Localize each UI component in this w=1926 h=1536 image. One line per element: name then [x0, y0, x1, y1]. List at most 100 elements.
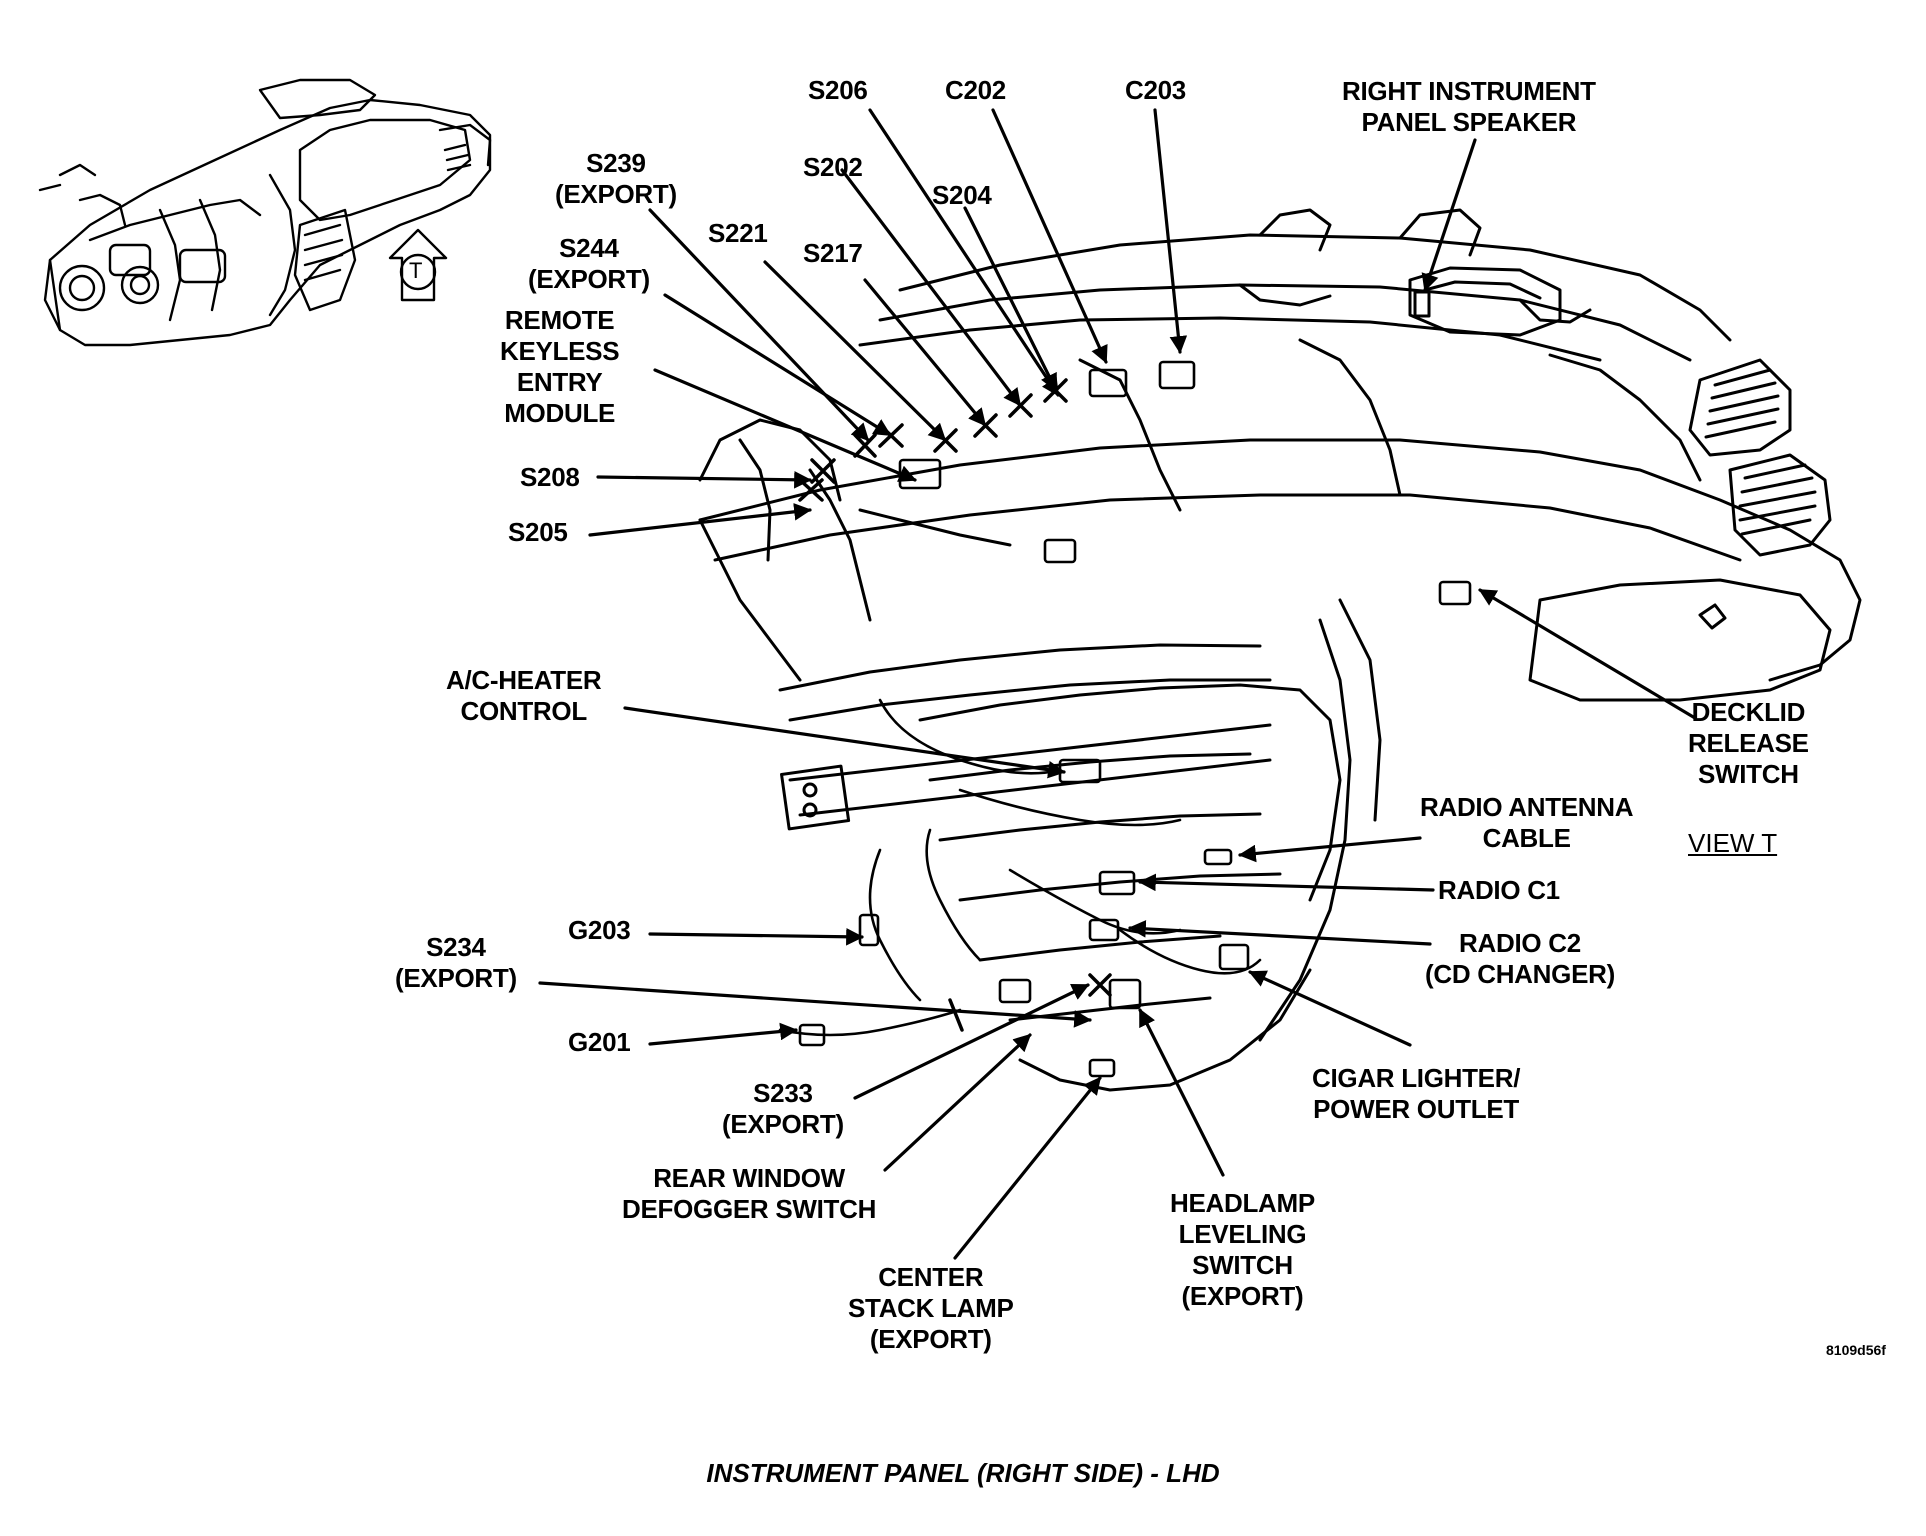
label-rear-defogger-line: REAR WINDOW	[653, 1163, 845, 1193]
label-decklid-line: RELEASE	[1688, 728, 1809, 758]
label-s244-line: S244	[559, 233, 619, 263]
label-radio-antenna-line: CABLE	[1482, 823, 1571, 853]
label-s205-line: S205	[508, 517, 568, 547]
view-marker-letter: T	[409, 258, 423, 283]
label-decklid-line: SWITCH	[1697, 759, 1799, 789]
leader-right-speaker	[1421, 138, 1477, 292]
label-right-speaker-line: RIGHT INSTRUMENT	[1342, 76, 1596, 106]
label-s202: S202	[803, 152, 863, 183]
label-radio-c2-line: (CD CHANGER)	[1425, 959, 1615, 989]
label-center-stack-lamp-line: CENTER	[878, 1262, 984, 1292]
leader-s208	[596, 470, 812, 489]
label-g201-line: G201	[568, 1027, 631, 1057]
label-cigar-lighter-line: POWER OUTLET	[1313, 1094, 1519, 1124]
inset-overview-drawing	[38, 78, 492, 347]
label-rear-defogger-line: DEFOGGER SWITCH	[622, 1194, 877, 1224]
label-c202-line: C202	[945, 75, 1006, 105]
label-s234-line: (EXPORT)	[395, 963, 517, 993]
leader-s221	[763, 260, 947, 442]
leader-c203	[1153, 108, 1188, 354]
label-s217-line: S217	[803, 238, 863, 268]
label-c203-line: C203	[1125, 75, 1186, 105]
label-radio-c2: RADIO C2(CD CHANGER)	[1425, 928, 1615, 990]
leader-s217	[863, 278, 987, 427]
label-s239-line: S239	[586, 148, 646, 178]
label-g201: G201	[568, 1027, 631, 1058]
label-radio-c1: RADIO C1	[1438, 875, 1560, 906]
label-s239: S239(EXPORT)	[555, 148, 677, 210]
connector-blocks	[798, 360, 1472, 1078]
label-s208: S208	[520, 462, 580, 493]
leader-lines	[538, 108, 1697, 1260]
leader-s204	[963, 206, 1058, 392]
label-s233-line: (EXPORT)	[722, 1109, 844, 1139]
leader-radio-c2	[1128, 920, 1432, 946]
label-ac-heater-line: A/C-HEATER	[446, 665, 602, 695]
label-g203: G203	[568, 915, 631, 946]
leader-s233	[853, 983, 1090, 1100]
label-cigar-lighter-line: CIGAR LIGHTER/	[1312, 1063, 1521, 1093]
label-rke-module-line: KEYLESS	[500, 336, 620, 366]
leader-c202	[991, 108, 1108, 364]
label-s204-line: S204	[932, 180, 992, 210]
leader-s234	[538, 981, 1092, 1028]
label-s221-line: S221	[708, 218, 768, 248]
leader-rear-defogger	[883, 1033, 1032, 1172]
leader-radio-c1	[1138, 873, 1435, 892]
label-cigar-lighter: CIGAR LIGHTER/POWER OUTLET	[1312, 1063, 1520, 1125]
figure-title: INSTRUMENT PANEL (RIGHT SIDE) - LHD	[706, 1458, 1220, 1488]
view-t-label: VIEW T	[1688, 828, 1778, 858]
label-c202: C202	[945, 75, 1006, 106]
label-s205: S205	[508, 517, 568, 548]
label-rke-module-line: REMOTE	[504, 305, 615, 335]
label-headlamp-leveling-line: LEVELING	[1178, 1219, 1307, 1249]
label-s217: S217	[803, 238, 863, 269]
label-headlamp-leveling-line: SWITCH	[1192, 1250, 1293, 1280]
leader-g201	[648, 1022, 798, 1046]
label-s234: S234(EXPORT)	[395, 932, 517, 994]
label-radio-c2-line: RADIO C2	[1459, 928, 1581, 958]
leader-center-stack-lamp	[953, 1076, 1102, 1260]
leader-decklid	[1478, 588, 1697, 720]
leader-g203	[648, 927, 864, 946]
label-decklid-line: DECKLID	[1691, 697, 1806, 727]
label-s234-line: S234	[426, 932, 486, 962]
figure-code: 8109d56f	[1826, 1342, 1886, 1358]
label-rke-module-line: MODULE	[504, 398, 616, 428]
label-g203-line: G203	[568, 915, 631, 945]
label-s244: S244(EXPORT)	[528, 233, 650, 295]
leader-cigar-lighter	[1248, 970, 1412, 1047]
leader-s205	[588, 503, 812, 537]
label-s221: S221	[708, 218, 768, 249]
label-s233-line: S233	[753, 1078, 813, 1108]
label-s244-line: (EXPORT)	[528, 264, 650, 294]
label-s233: S233(EXPORT)	[722, 1078, 844, 1140]
view-direction-marker	[388, 228, 448, 302]
leader-s239	[648, 208, 870, 442]
label-radio-c1-line: RADIO C1	[1438, 875, 1560, 905]
label-ac-heater-line: CONTROL	[460, 696, 587, 726]
leader-s202	[840, 168, 1022, 407]
label-rke-module-line: ENTRY	[516, 367, 603, 397]
label-s202-line: S202	[803, 152, 863, 182]
label-s204: S204	[932, 180, 992, 211]
right-vent-lower	[1728, 453, 1832, 557]
label-s239-line: (EXPORT)	[555, 179, 677, 209]
label-center-stack-lamp-line: (EXPORT)	[869, 1324, 992, 1354]
leader-s206	[868, 108, 1060, 397]
label-s206-line: S206	[808, 75, 868, 105]
leader-s244	[663, 293, 892, 437]
right-vent-upper	[1688, 358, 1792, 457]
leader-rke-module	[653, 368, 917, 482]
label-right-speaker-line: PANEL SPEAKER	[1361, 107, 1577, 137]
label-headlamp-leveling-line: (EXPORT)	[1181, 1281, 1304, 1311]
label-c203: C203	[1125, 75, 1186, 106]
